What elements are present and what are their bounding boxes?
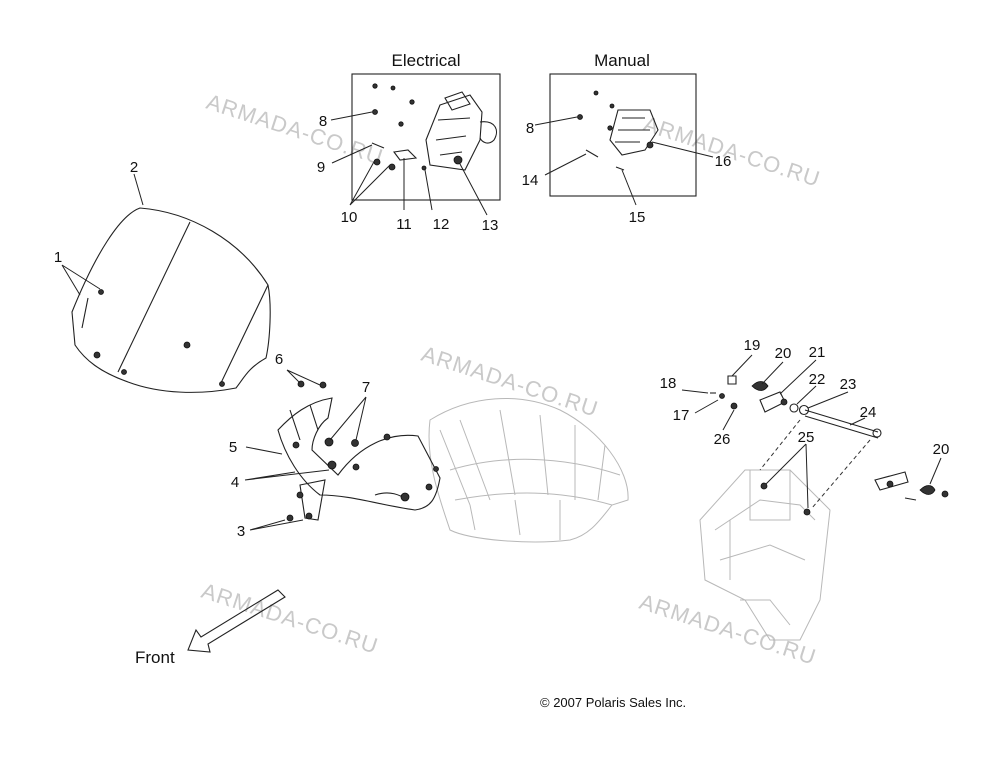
callout-1: 1 [54, 249, 62, 266]
callout-12: 12 [433, 216, 450, 233]
callout-18: 18 [660, 375, 677, 392]
callout-4: 4 [231, 474, 239, 491]
callout-26: 26 [714, 431, 731, 448]
callout-17: 17 [673, 407, 690, 424]
front-label: Front [135, 648, 175, 667]
callout-numbers: 1 2 3 4 5 6 7 8 9 10 11 12 13 8 14 15 16… [54, 113, 950, 540]
watermark-1: ARMADA-CO.RU [203, 89, 386, 170]
callout-19: 19 [744, 337, 761, 354]
callout-16: 16 [715, 153, 732, 170]
callout-21: 21 [809, 344, 826, 361]
linkage-assembly [710, 375, 949, 516]
watermark-3: ARMADA-CO.RU [418, 341, 601, 422]
manual-inset: Manual [549, 51, 697, 197]
callout-8-manual: 8 [526, 120, 534, 137]
watermark-2: ARMADA-CO.RU [640, 111, 823, 192]
callout-3: 3 [237, 523, 245, 540]
callout-15: 15 [629, 209, 646, 226]
callout-25: 25 [798, 429, 815, 446]
watermark-5: ARMADA-CO.RU [636, 589, 819, 670]
console-ghost-outline [428, 398, 629, 543]
leader-lines [61, 111, 942, 531]
callout-9: 9 [317, 159, 325, 176]
callout-24: 24 [860, 404, 877, 421]
electrical-inset: Electrical [351, 51, 501, 201]
mount-frame-ghost-outline [699, 469, 831, 641]
copyright-notice: © 2007 Polaris Sales Inc. [540, 695, 686, 710]
callout-5: 5 [229, 439, 237, 456]
callout-7: 7 [362, 379, 370, 396]
callout-14: 14 [522, 172, 539, 189]
windshield-bracket [277, 380, 441, 522]
electrical-inset-title: Electrical [392, 51, 461, 70]
callout-20-lower: 20 [933, 441, 950, 458]
callout-23: 23 [840, 376, 857, 393]
callout-11: 11 [396, 216, 412, 233]
callout-2: 2 [130, 159, 138, 176]
watermark-4: ARMADA-CO.RU [198, 578, 381, 659]
callout-20-upper: 20 [775, 345, 792, 362]
callout-8-electrical: 8 [319, 113, 327, 130]
callout-10: 10 [341, 209, 358, 226]
callout-13: 13 [482, 217, 499, 234]
windshield [71, 207, 271, 393]
watermarks: ARMADA-CO.RU ARMADA-CO.RU ARMADA-CO.RU A… [198, 89, 823, 670]
callout-6: 6 [275, 351, 283, 368]
manual-inset-title: Manual [594, 51, 650, 70]
callout-22: 22 [809, 371, 826, 388]
front-direction-arrow: Front [135, 589, 286, 667]
